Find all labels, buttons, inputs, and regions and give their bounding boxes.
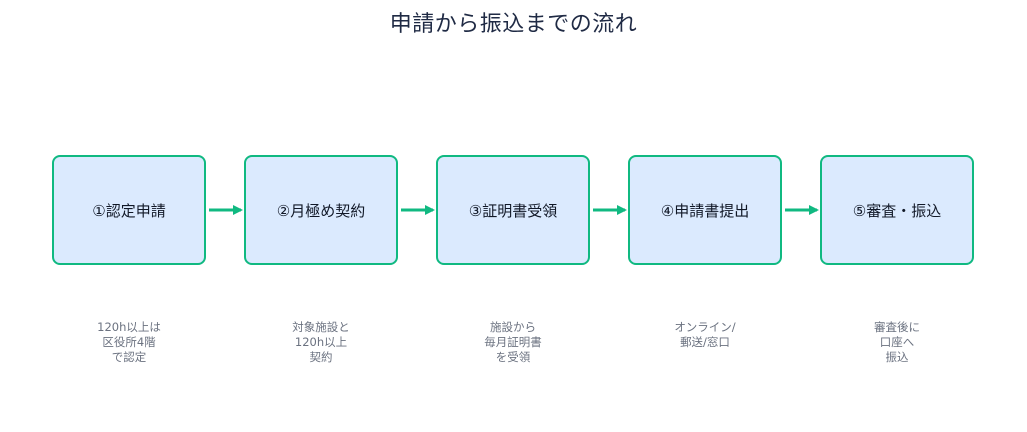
step-label-2: ②月極め契約 — [276, 201, 366, 220]
step-note-5: 審査後に 口座へ 振込 — [874, 320, 920, 364]
step-box-4: ④申請書提出 — [628, 155, 782, 265]
step-box-1: ①認定申請 — [52, 155, 206, 265]
step-label-1: ①認定申請 — [92, 201, 166, 220]
step-box-5: ⑤審査・振込 — [820, 155, 974, 265]
diagram-title: 申請から振込までの流れ — [389, 12, 638, 37]
step-label-3: ③証明書受領 — [468, 201, 558, 220]
step-label-5: ⑤審査・振込 — [852, 201, 942, 220]
step-box-3: ③証明書受領 — [436, 155, 590, 265]
step-note-4: オンライン/ 郵送/窓口 — [674, 320, 736, 349]
step-note-3: 施設から 毎月証明書 を受領 — [484, 320, 542, 364]
step-note-2: 対象施設と 120h以上 契約 — [292, 320, 350, 364]
step-box-2: ②月極め契約 — [244, 155, 398, 265]
step-label-4: ④申請書提出 — [660, 201, 750, 220]
step-note-1: 120h以上は 区役所4階 で認定 — [97, 320, 161, 364]
